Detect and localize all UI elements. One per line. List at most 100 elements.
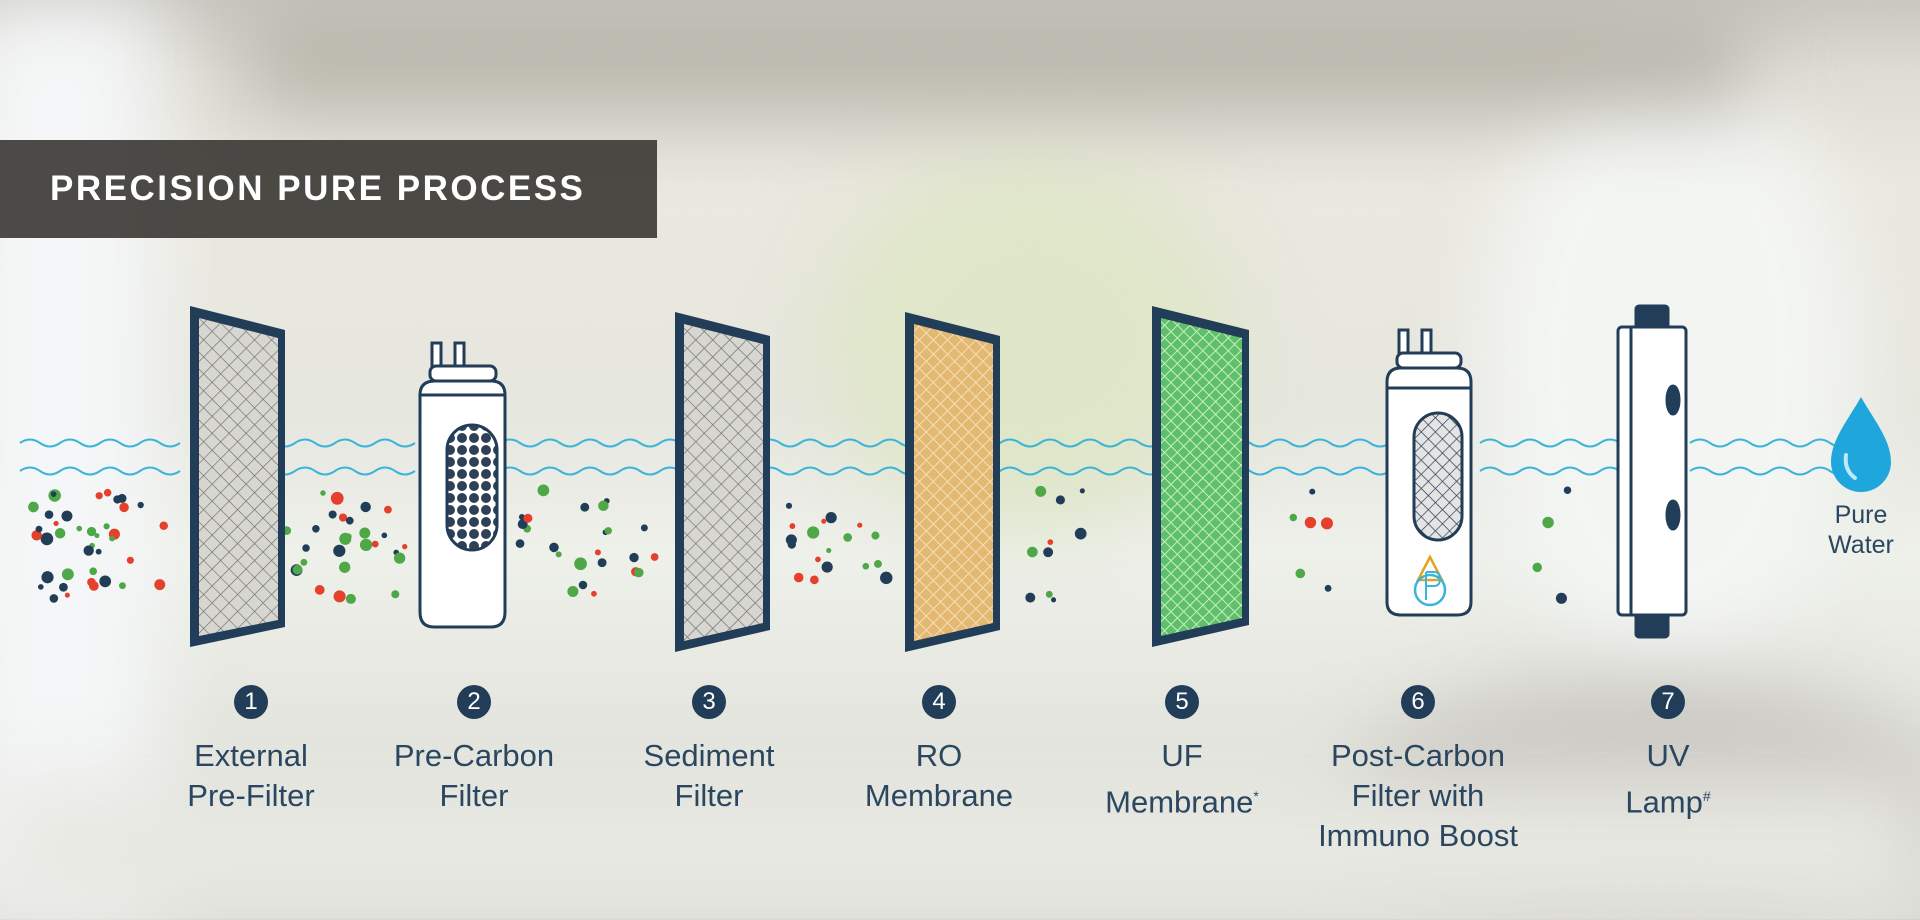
carbon-cartridge-icon [418, 341, 507, 629]
wave-line [19, 438, 181, 448]
contaminant-particle [113, 495, 122, 504]
wave-line [1689, 466, 1851, 476]
pure-water-label-line: Pure [1834, 501, 1888, 529]
contaminant-particle [555, 551, 562, 558]
contaminant-particle [359, 527, 371, 539]
contaminant-particle [333, 590, 346, 603]
contaminant-particle [826, 547, 832, 554]
contaminant-particle [59, 582, 68, 592]
contaminant-particle [1043, 547, 1054, 558]
contaminant-particle [314, 584, 325, 595]
contaminant-particle [789, 523, 796, 530]
contaminant-particle [53, 520, 59, 527]
contaminant-particle [61, 510, 73, 522]
stage-label-line: UV [1646, 738, 1690, 773]
ro-membrane-icon [905, 312, 1000, 652]
wave-line [1479, 438, 1641, 448]
contaminant-particle [300, 558, 308, 566]
contaminant-particle [821, 561, 833, 573]
stage-number-badge: 2 [457, 685, 491, 719]
contaminant-particle [591, 590, 597, 597]
wave-line [1479, 466, 1641, 476]
contaminant-particle [371, 540, 379, 548]
contaminant-particle [640, 524, 648, 532]
contaminant-particle [54, 528, 66, 539]
contaminant-particle [89, 567, 98, 576]
contaminant-particle [86, 526, 97, 537]
contaminant-particle [28, 501, 39, 513]
water-drop-icon [1831, 397, 1891, 492]
stage-label-line: Membrane [1105, 784, 1254, 820]
contaminant-particle [523, 513, 533, 523]
contaminant-particle [360, 501, 371, 513]
contaminant-particle [1047, 539, 1054, 546]
stage-number-badge: 3 [692, 685, 726, 719]
contaminant-particle [597, 558, 607, 568]
contaminant-particle [119, 582, 126, 590]
contaminant-particle [41, 571, 54, 584]
contaminant-particle [159, 521, 168, 530]
contaminant-particle [330, 491, 344, 505]
contaminant-particle [103, 523, 110, 530]
contaminant-particle [391, 590, 400, 599]
footnote-mark: # [1702, 788, 1711, 804]
contaminant-particle [109, 535, 115, 542]
contaminant-particle [312, 525, 320, 533]
contaminant-particle [64, 592, 70, 598]
contaminant-particle [633, 567, 644, 578]
contaminant-particle [1027, 546, 1038, 558]
contaminant-particle [103, 488, 112, 497]
wave-line [19, 466, 181, 476]
contaminant-particle [119, 502, 129, 513]
stage-number-badge: 4 [922, 685, 956, 719]
contaminant-particle [871, 531, 880, 540]
contaminant-particle [292, 564, 303, 575]
contaminant-particle [61, 568, 74, 581]
contaminant-particle [1563, 486, 1572, 494]
contaminant-particle [810, 575, 819, 585]
stage-label-line: External [194, 738, 308, 773]
contaminant-particle [1542, 516, 1554, 529]
contaminant-particle [1320, 517, 1333, 530]
contaminant-particle [549, 542, 559, 553]
contaminant-particle [99, 575, 112, 588]
stage-number-badge: 1 [234, 685, 268, 719]
uf-membrane-icon [1152, 306, 1249, 647]
contaminant-particle [515, 539, 525, 548]
contaminant-particle [807, 526, 820, 539]
wave-line [499, 466, 701, 476]
contaminant-particle [580, 502, 590, 512]
wave-line [1689, 438, 1851, 448]
stage-label-line: Pre-Filter [187, 778, 315, 813]
contaminant-particle [339, 532, 352, 545]
contaminant-particle [95, 492, 103, 500]
contaminant-particle [1304, 516, 1317, 529]
post-carbon-cartridge-icon [1385, 328, 1473, 617]
stage-label-line: Post-Carbon [1330, 738, 1506, 773]
contaminant-particle [137, 501, 144, 509]
contaminant-particle [37, 584, 44, 590]
contaminant-particle [594, 549, 601, 556]
contaminant-particle [793, 572, 804, 583]
contaminant-particle [1324, 584, 1332, 592]
contaminant-particle [320, 490, 326, 496]
contaminant-particle [126, 556, 134, 564]
contaminant-particle [629, 552, 639, 563]
contaminant-particle [94, 533, 100, 539]
contaminant-particle [89, 581, 99, 591]
contaminant-particle [359, 538, 373, 551]
contaminant-particle [1045, 590, 1053, 598]
contaminant-particle [402, 543, 408, 550]
contaminant-particle [598, 500, 609, 511]
contaminant-particle [874, 559, 882, 568]
stage-number-badge: 5 [1165, 685, 1199, 719]
contaminant-particle [1309, 488, 1316, 495]
contaminant-particle [154, 579, 166, 591]
contaminant-particle [825, 512, 837, 524]
contaminant-particle [44, 510, 54, 519]
stage-label-line: Sediment [643, 738, 775, 773]
